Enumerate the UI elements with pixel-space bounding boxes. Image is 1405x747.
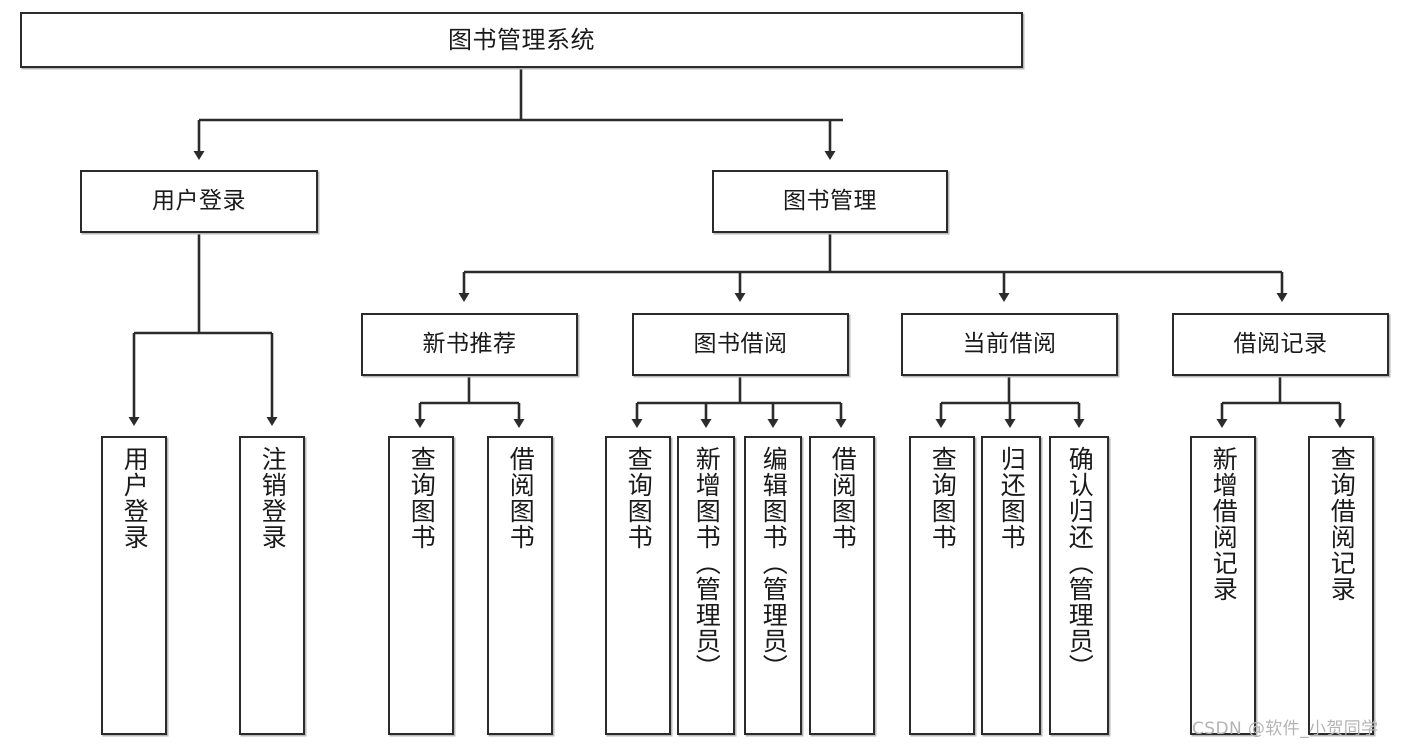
node-new-book-recommend[interactable]: 新书推荐	[361, 313, 578, 376]
node-label: 查询图书	[624, 446, 654, 550]
node-current-borrow[interactable]: 当前借阅	[901, 313, 1118, 376]
node-leaf-add-borrow-record[interactable]: 新增借阅记录	[1190, 436, 1256, 735]
node-label: 图书管理	[783, 187, 877, 214]
node-label: 用户登录	[152, 187, 246, 214]
node-label: 图书借阅	[693, 330, 788, 357]
node-label: 新增图书（管理员）	[692, 446, 722, 680]
node-book-manage[interactable]: 图书管理	[712, 170, 948, 233]
watermark-credit: CSDN @软件_小贺同学	[1192, 719, 1379, 739]
node-leaf-query-book-3[interactable]: 查询图书	[909, 436, 975, 735]
node-label: 归还图书	[997, 446, 1027, 550]
node-borrow-record[interactable]: 借阅记录	[1172, 313, 1389, 376]
node-label: 查询借阅记录	[1327, 446, 1357, 602]
node-label: 用户登录	[120, 446, 150, 550]
node-label: 注销登录	[258, 446, 288, 550]
node-label: 借阅记录	[1233, 330, 1328, 357]
node-leaf-query-book-1[interactable]: 查询图书	[388, 436, 454, 735]
node-label: 编辑图书（管理员）	[759, 446, 789, 680]
node-root-book-management-system[interactable]: 图书管理系统	[20, 12, 1023, 68]
node-leaf-edit-book[interactable]: 编辑图书（管理员）	[744, 436, 802, 735]
node-leaf-return-book[interactable]: 归还图书	[981, 436, 1041, 735]
node-label: 新书推荐	[422, 330, 517, 357]
node-user-login[interactable]: 用户登录	[80, 170, 318, 233]
node-label: 借阅图书	[506, 446, 536, 550]
node-label: 图书管理系统	[448, 25, 595, 54]
node-label: 借阅图书	[828, 446, 858, 550]
node-leaf-add-book[interactable]: 新增图书（管理员）	[677, 436, 735, 735]
node-leaf-confirm-return[interactable]: 确认归还（管理员）	[1049, 436, 1109, 735]
node-book-borrow[interactable]: 图书借阅	[632, 313, 849, 376]
node-leaf-borrow-book-1[interactable]: 借阅图书	[487, 436, 553, 735]
node-label: 查询图书	[407, 446, 437, 550]
node-leaf-query-book-2[interactable]: 查询图书	[605, 436, 671, 735]
node-label: 当前借阅	[962, 330, 1057, 357]
node-label: 新增借阅记录	[1209, 446, 1239, 602]
node-leaf-user-login[interactable]: 用户登录	[101, 436, 167, 735]
node-leaf-borrow-book-2[interactable]: 借阅图书	[809, 436, 875, 735]
node-label: 查询图书	[928, 446, 958, 550]
node-label: 确认归还（管理员）	[1065, 446, 1095, 680]
node-leaf-logout-login[interactable]: 注销登录	[239, 436, 305, 735]
node-leaf-query-borrow-record[interactable]: 查询借阅记录	[1308, 436, 1374, 735]
